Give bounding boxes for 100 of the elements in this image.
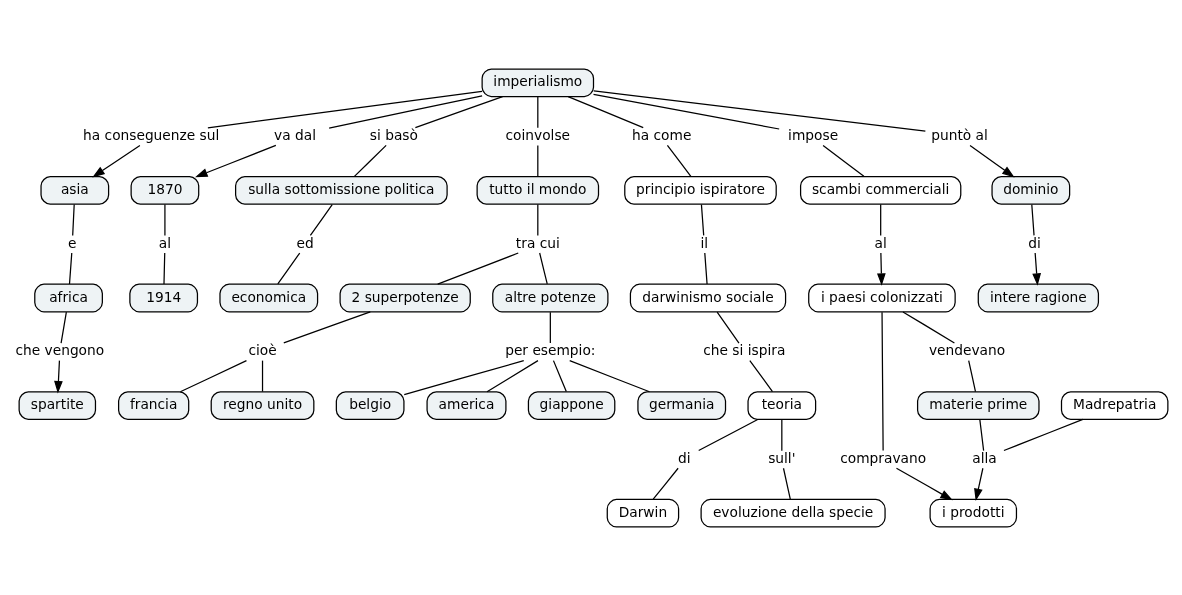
connector (880, 203, 882, 236)
node-text: al (874, 234, 887, 251)
node-box: i prodotti (929, 498, 1018, 528)
node-text: il (700, 234, 709, 251)
node-box: altre potenze (492, 283, 609, 312)
connector (283, 310, 371, 344)
node-text: puntò al (931, 126, 988, 143)
connector (902, 310, 956, 344)
connector (207, 90, 483, 128)
connector (782, 467, 791, 500)
connector (353, 144, 387, 177)
connector (414, 95, 504, 128)
connector (164, 203, 166, 236)
connector (698, 418, 759, 451)
node-text: vendevano (928, 341, 1006, 358)
connector (1003, 418, 1084, 451)
node-text: di (677, 449, 691, 466)
node-box: economica (219, 283, 319, 312)
connector (652, 467, 679, 500)
connector (979, 418, 985, 451)
node-box: principio ispiratore (624, 175, 777, 205)
arrow (974, 467, 984, 501)
arrow (877, 251, 886, 286)
node-box: intere ragione (977, 283, 1100, 312)
connector (569, 359, 651, 392)
node-text: che si ispira (703, 341, 786, 358)
node-box: Darwin (606, 498, 680, 528)
node-box: i paesi colonizzati (808, 283, 956, 312)
connector (179, 359, 248, 392)
connector (549, 311, 551, 344)
connector (537, 95, 539, 128)
node-text: va dal (274, 126, 317, 143)
node-box: dominio (991, 175, 1071, 205)
connector (537, 144, 539, 177)
node-text: e (68, 234, 77, 251)
node-text: al (158, 234, 172, 251)
node-box: america (426, 390, 507, 420)
connector (704, 251, 708, 285)
connector (537, 203, 539, 236)
connector (700, 203, 705, 236)
connector (781, 418, 783, 451)
connector (72, 203, 75, 236)
node-box: belgio (335, 390, 405, 420)
node-box: regno unito (210, 390, 315, 420)
connector (881, 311, 884, 451)
node-text: impose (788, 126, 839, 143)
arrow (54, 359, 63, 393)
node-text: alla (972, 449, 997, 466)
connector (277, 251, 301, 285)
connector (822, 144, 865, 177)
node-box: asia (40, 175, 110, 205)
node-text: compravano (840, 449, 927, 466)
arrow (92, 144, 141, 177)
connector (486, 359, 539, 392)
connector (539, 251, 548, 285)
node-box: giappone (527, 390, 616, 420)
node-box: 2 superpotenze (339, 283, 471, 312)
arrow (895, 467, 953, 500)
connector (60, 311, 67, 344)
connector (163, 251, 166, 285)
node-box: Madrepatria (1060, 390, 1169, 420)
connector (716, 311, 740, 344)
node-text: per esempio: (505, 341, 596, 358)
connector (261, 359, 264, 392)
node-box: spartite (18, 390, 97, 420)
connector (328, 94, 483, 129)
arrow (969, 144, 1015, 177)
node-box: 1870 (130, 175, 200, 205)
connector (1031, 203, 1035, 236)
node-box: africa (34, 283, 103, 312)
node-box: teoria (747, 390, 817, 420)
node-text: coinvolse (505, 126, 571, 143)
arrow (1032, 251, 1041, 286)
node-box: imperialismo (481, 67, 595, 97)
connector (592, 93, 780, 130)
connector (567, 95, 644, 128)
node-box: francia (118, 390, 190, 420)
node-box: scambi commerciali (799, 175, 962, 205)
node-box: 1914 (129, 283, 199, 312)
connector (749, 359, 774, 392)
connector (309, 203, 333, 236)
connector (437, 251, 519, 285)
connector (593, 89, 926, 132)
node-text: ha conseguenze sul (83, 126, 220, 143)
node-text: si basò (369, 126, 418, 143)
connector (968, 359, 977, 392)
arrow (195, 144, 277, 177)
node-box: sulla sottomissione politica (235, 175, 448, 205)
node-text: cioè (248, 341, 277, 358)
node-box: darwinismo sociale (629, 283, 787, 312)
connector (68, 251, 73, 285)
node-text: che vengono (15, 341, 105, 358)
node-box: materie prime (916, 390, 1040, 420)
connector (666, 144, 692, 177)
node-box: tutto il mondo (476, 175, 600, 205)
connector (552, 359, 567, 392)
node-text: ed (296, 234, 314, 251)
connector (403, 359, 525, 395)
node-box: evoluzione della specie (700, 498, 886, 528)
node-text: ha come (632, 126, 692, 143)
